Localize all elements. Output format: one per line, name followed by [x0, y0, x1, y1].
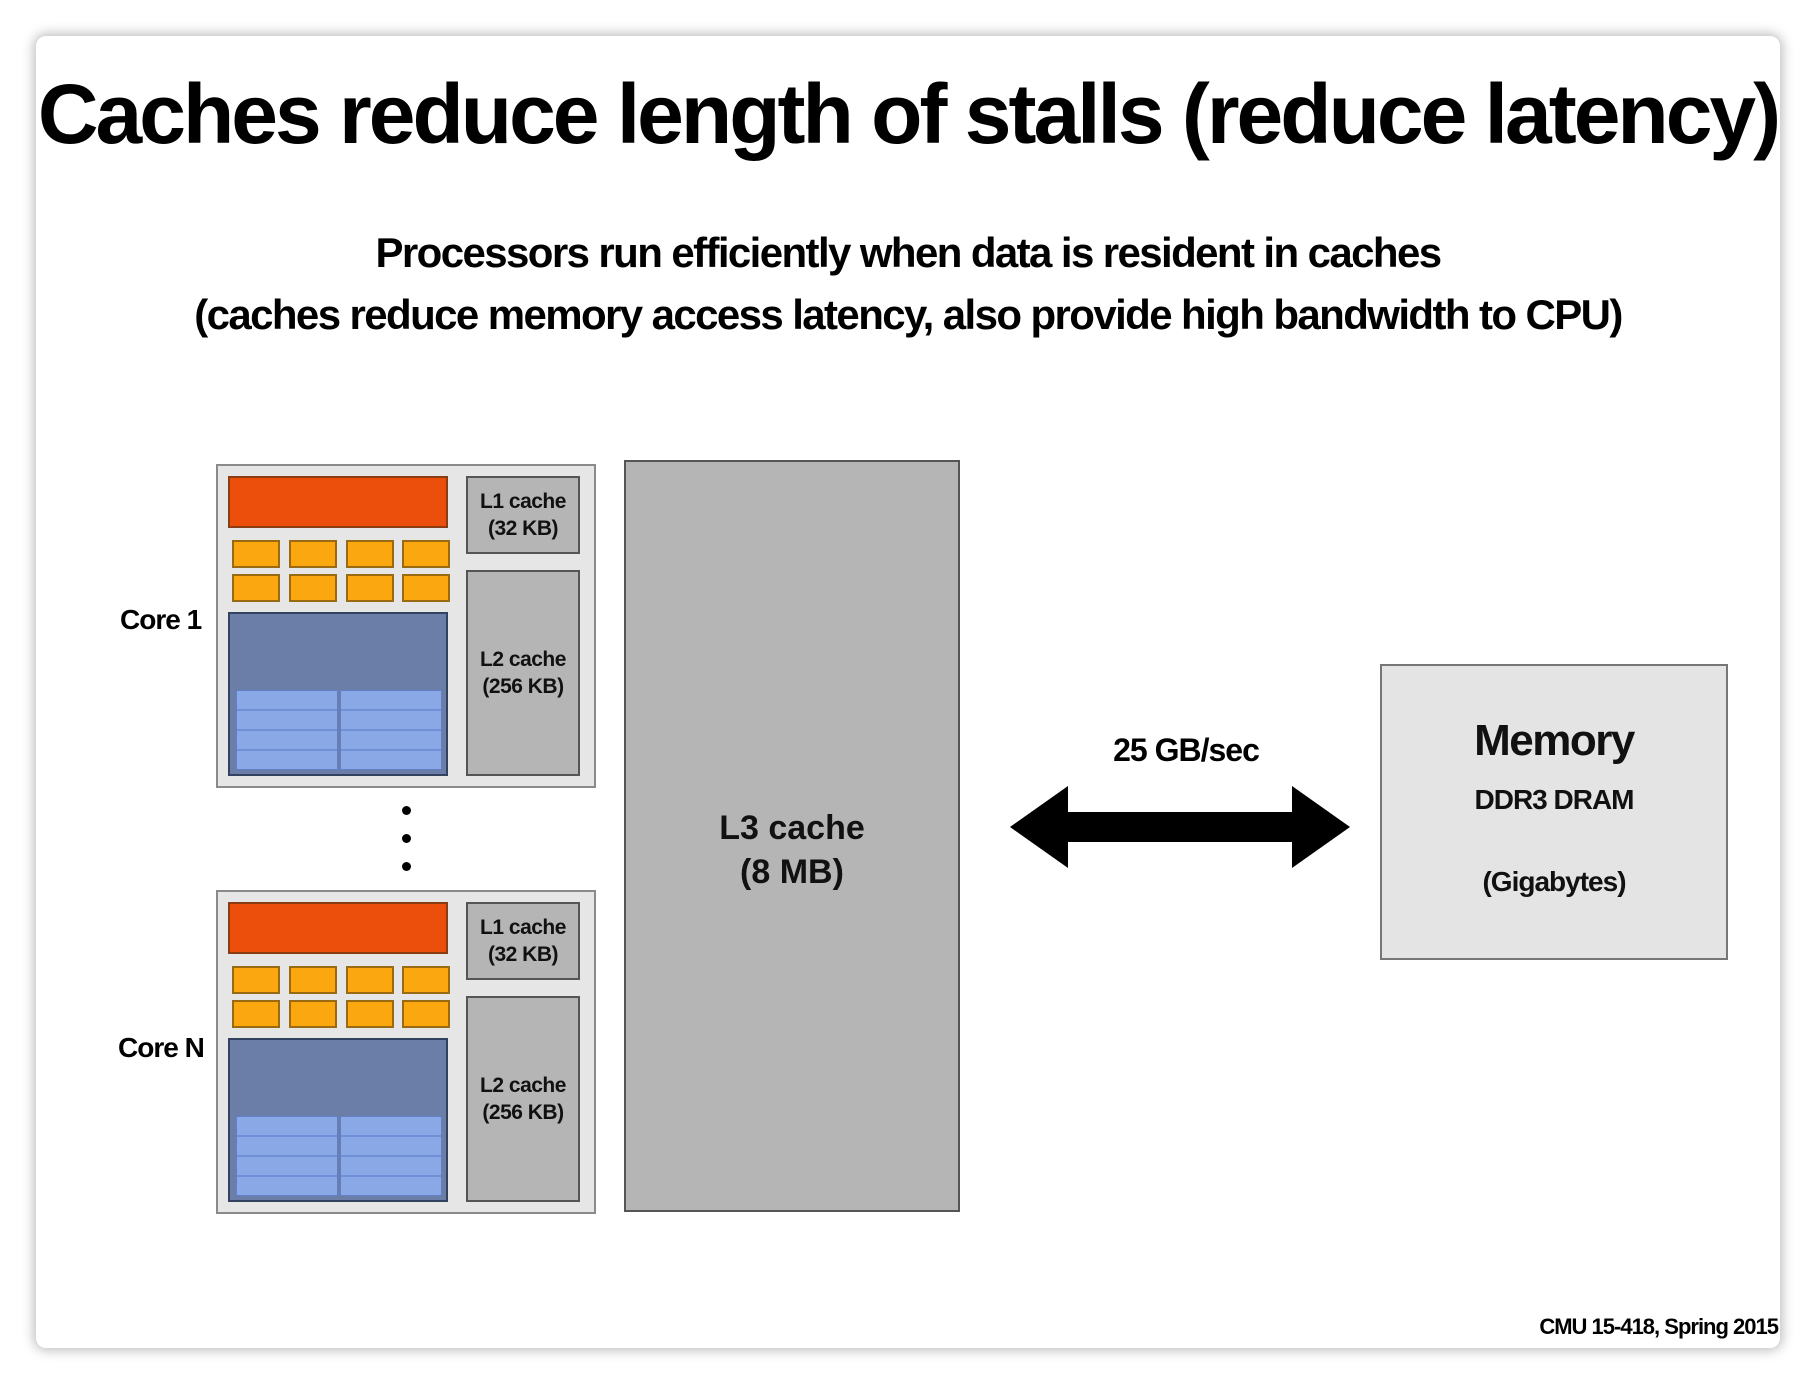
slide-footer: CMU 15-418, Spring 2015: [1539, 1314, 1779, 1339]
l2-cache-box: L2 cache (256 KB): [466, 996, 580, 1202]
alu-unit: [232, 574, 280, 602]
ellipsis-dot: [402, 806, 411, 815]
alu-unit: [232, 1000, 280, 1028]
alu-unit: [289, 1000, 337, 1028]
core-1-block: L1 cache (32 KB) L2 cache (256 KB): [216, 464, 596, 788]
alu-unit: [346, 574, 394, 602]
core-n-block: L1 cache (32 KB) L2 cache (256 KB): [216, 890, 596, 1214]
context-storage-grid: [236, 1116, 338, 1196]
double-arrow-icon: [1010, 786, 1350, 868]
context-storage-grid: [340, 690, 442, 770]
l2-cache-box: L2 cache (256 KB): [466, 570, 580, 776]
alu-unit: [289, 574, 337, 602]
memory-title: Memory: [1474, 716, 1635, 765]
slide: Caches reduce length of stalls (reduce l…: [36, 36, 1780, 1348]
execution-context: [228, 612, 448, 776]
subtitle-line-1: Processors run efficiently when data is …: [375, 229, 1443, 276]
l1-cache-name: L1 cache: [480, 489, 566, 513]
alu-unit: [289, 966, 337, 994]
alu-unit: [232, 966, 280, 994]
alu-unit: [346, 540, 394, 568]
l3-cache-box: L3 cache (8 MB): [624, 460, 960, 1212]
l1-cache-size: (32 KB): [487, 943, 559, 966]
slide-title: Caches reduce length of stalls (reduce l…: [37, 67, 1780, 161]
l1-cache-box: L1 cache (32 KB): [466, 902, 580, 980]
alu-unit: [232, 540, 280, 568]
l1-cache-box: L1 cache (32 KB): [466, 476, 580, 554]
memory-type: DDR3 DRAM: [1474, 784, 1635, 815]
context-storage-grid: [236, 690, 338, 770]
subtitle-line-2: (caches reduce memory access latency, al…: [194, 291, 1623, 338]
fetch-decode-unit: [228, 476, 448, 528]
l2-cache-name: L2 cache: [480, 647, 566, 671]
l3-cache-name: L3 cache: [719, 809, 865, 847]
alu-unit: [346, 1000, 394, 1028]
fetch-decode-unit: [228, 902, 448, 954]
l3-cache-size: (8 MB): [740, 853, 844, 892]
execution-context: [228, 1038, 448, 1202]
alu-unit: [402, 574, 450, 602]
ellipsis-dot: [402, 834, 411, 843]
core-1-label: Core 1: [120, 604, 202, 635]
l2-cache-name: L2 cache: [480, 1073, 566, 1097]
alu-unit: [346, 966, 394, 994]
l1-cache-size: (32 KB): [487, 517, 559, 540]
bandwidth-label: 25 GB/sec: [1113, 732, 1260, 768]
l1-cache-name: L1 cache: [480, 915, 566, 939]
l2-cache-size: (256 KB): [482, 675, 564, 698]
context-storage-grid: [340, 1116, 442, 1196]
memory-size: (Gigabytes): [1482, 866, 1626, 897]
memory-box: Memory DDR3 DRAM (Gigabytes): [1380, 664, 1728, 960]
l2-cache-size: (256 KB): [482, 1101, 564, 1124]
core-n-label: Core N: [118, 1032, 205, 1063]
alu-unit: [289, 540, 337, 568]
alu-unit: [402, 540, 450, 568]
ellipsis-dot: [402, 862, 411, 871]
alu-unit: [402, 1000, 450, 1028]
alu-unit: [402, 966, 450, 994]
